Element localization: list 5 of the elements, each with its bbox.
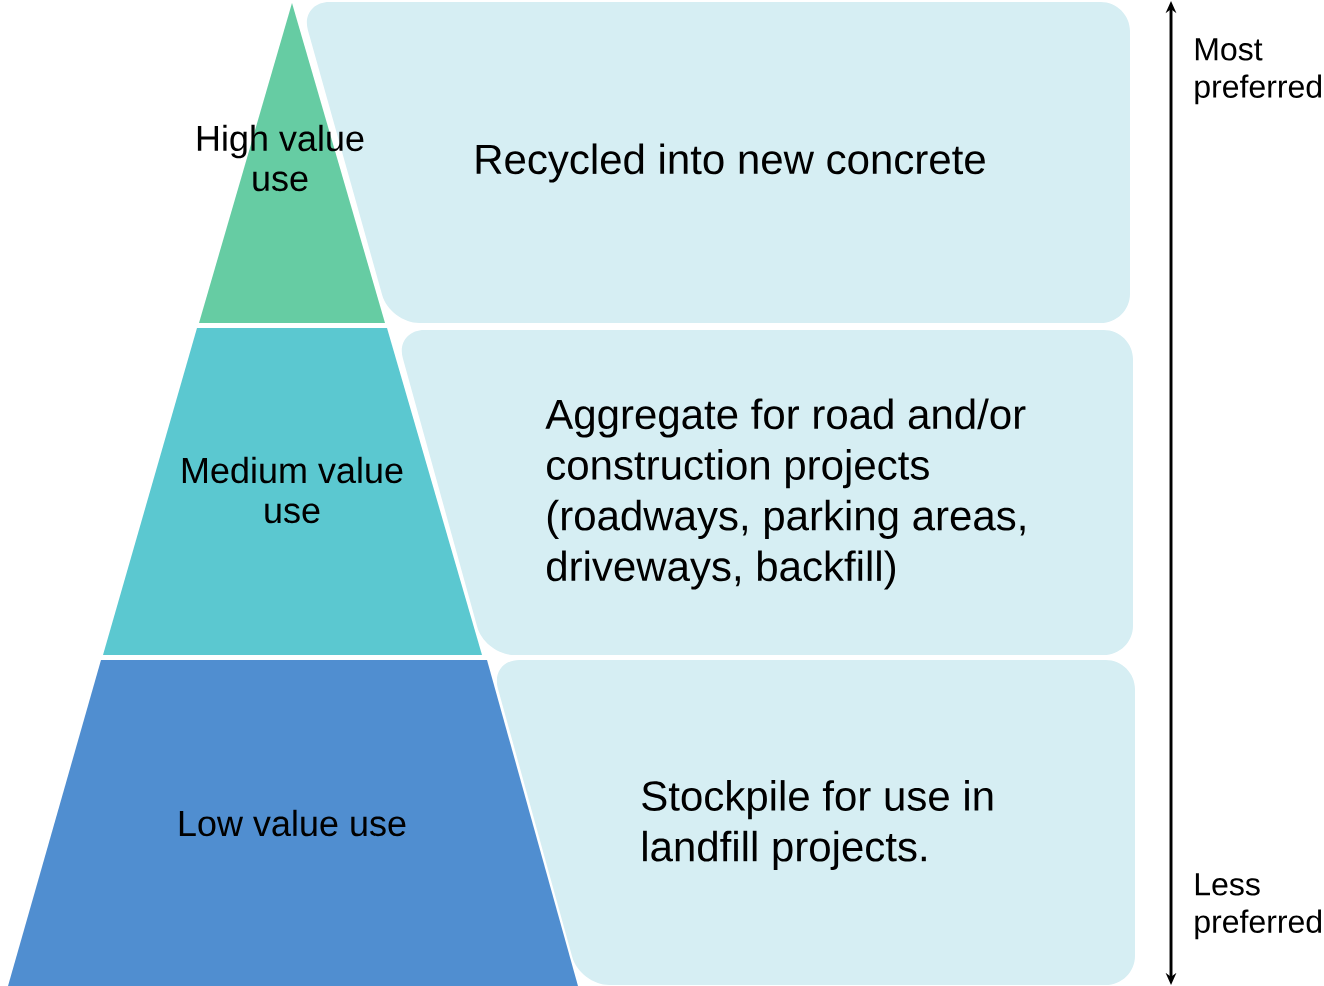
description-panel: Stockpile for use in landfill projects. (496, 660, 1135, 985)
pyramid-tier: Low value use (8, 660, 578, 986)
scale-label: Less preferred (1195, 873, 1322, 940)
scale-label: Most preferred (1195, 38, 1322, 105)
pyramid-tier: Medium value use (103, 328, 482, 655)
